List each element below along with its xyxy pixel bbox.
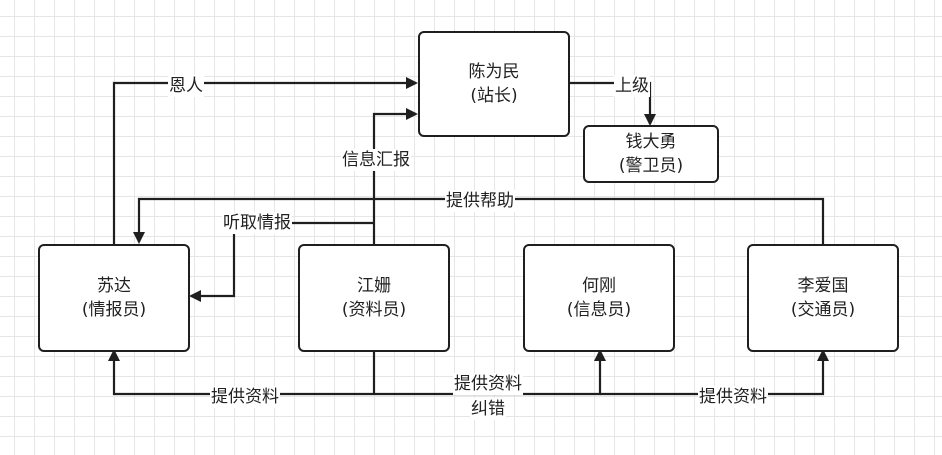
- edge-label-jiucuo: 纠错: [470, 398, 506, 420]
- edge-label-tigong-ziliao-li: 提供资料: [698, 386, 768, 408]
- node-role: (资料员): [341, 300, 407, 320]
- edge-enren: [112, 77, 418, 245]
- node-name: 李爱国: [797, 276, 849, 296]
- edge-label-enren: 恩人: [168, 75, 204, 97]
- edge-shangji: [568, 81, 656, 126]
- edge-label-tigong-bangzhu: 提供帮助: [445, 190, 515, 212]
- node-role: (情报员): [81, 300, 147, 320]
- node-jiang-shan[interactable]: 江姗 (资料员): [298, 244, 450, 352]
- node-he-gang[interactable]: 何刚 (信息员): [523, 244, 675, 352]
- node-su-da[interactable]: 苏达 (情报员): [38, 244, 190, 352]
- node-name: 苏达: [97, 276, 131, 296]
- node-role: (信息员): [566, 300, 632, 320]
- node-name: 钱大勇: [625, 132, 677, 152]
- node-qian-dayong[interactable]: 钱大勇 (警卫员): [583, 125, 719, 183]
- edge-label-tigong-ziliao-he: 提供资料: [453, 373, 523, 395]
- edge-label-shangji: 上级: [614, 75, 650, 97]
- edge-xinxi-huibao: [372, 108, 418, 245]
- edge-label-xinxi-huibao: 信息汇报: [341, 149, 411, 171]
- node-chen-weimin[interactable]: 陈为民 (站长): [418, 31, 570, 137]
- node-role: (交通员): [790, 300, 856, 320]
- edge-tigong-ziliao-li: [600, 349, 829, 396]
- node-role: (站长): [470, 86, 518, 106]
- node-name: 何刚: [582, 276, 616, 296]
- node-role: (警卫员): [618, 156, 684, 176]
- edge-label-tigong-ziliao-su: 提供资料: [210, 386, 280, 408]
- edge-label-tingqu-qingbao: 听取情报: [222, 212, 292, 234]
- node-li-aiguo[interactable]: 李爱国 (交通员): [747, 244, 899, 352]
- edge-tigong-ziliao-su: [108, 349, 374, 396]
- edge-tingqu-qingbao: [189, 221, 374, 302]
- node-name: 陈为民: [468, 62, 520, 82]
- node-name: 江姗: [357, 276, 391, 296]
